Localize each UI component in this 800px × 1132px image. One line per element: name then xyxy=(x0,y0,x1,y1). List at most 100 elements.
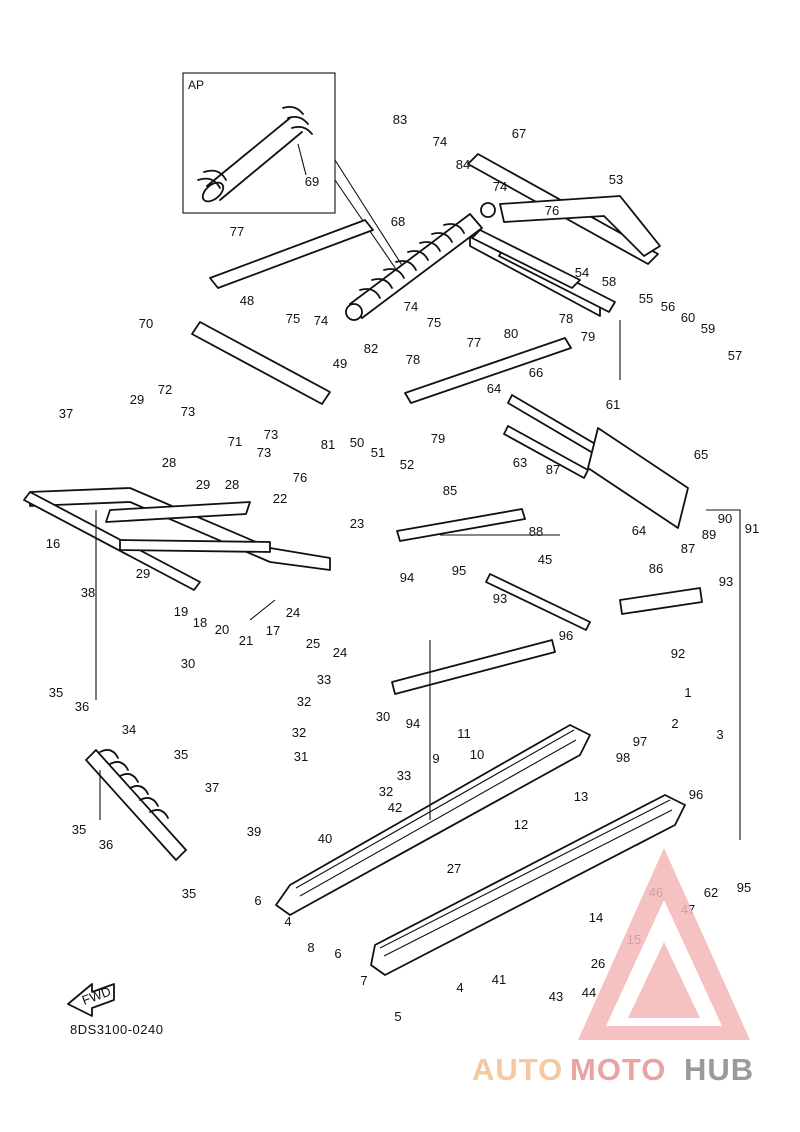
callout-97: 97 xyxy=(633,734,647,749)
callout-79: 79 xyxy=(431,431,445,446)
callout-80: 80 xyxy=(504,326,518,341)
callout-8: 8 xyxy=(307,940,314,955)
callout-79: 79 xyxy=(581,329,595,344)
callout-53: 53 xyxy=(609,172,623,187)
callout-32: 32 xyxy=(297,694,311,709)
callout-78: 78 xyxy=(559,311,573,326)
callout-16: 16 xyxy=(46,536,60,551)
callout-54: 54 xyxy=(575,265,589,280)
callout-44: 44 xyxy=(582,985,596,1000)
callout-87: 87 xyxy=(681,541,695,556)
callout-96: 96 xyxy=(689,787,703,802)
callout-85: 85 xyxy=(443,483,457,498)
callout-24: 24 xyxy=(333,645,347,660)
callout-95: 95 xyxy=(737,880,751,895)
callout-78: 78 xyxy=(406,352,420,367)
callout-22: 22 xyxy=(273,491,287,506)
callout-93: 93 xyxy=(719,574,733,589)
callout-28: 28 xyxy=(162,455,176,470)
callout-90: 90 xyxy=(718,511,732,526)
callout-68: 68 xyxy=(391,214,405,229)
callout-81: 81 xyxy=(321,437,335,452)
callout-75: 75 xyxy=(427,315,441,330)
callout-95: 95 xyxy=(452,563,466,578)
callout-73: 73 xyxy=(257,445,271,460)
callout-39: 39 xyxy=(247,824,261,839)
callout-33: 33 xyxy=(317,672,331,687)
callout-35: 35 xyxy=(72,822,86,837)
callout-36: 36 xyxy=(99,837,113,852)
callout-59: 59 xyxy=(701,321,715,336)
watermark-hub: HUB xyxy=(684,1052,754,1087)
callout-23: 23 xyxy=(350,516,364,531)
callout-34: 34 xyxy=(122,722,136,737)
callout-40: 40 xyxy=(318,831,332,846)
callout-51: 51 xyxy=(371,445,385,460)
callout-88: 88 xyxy=(529,524,543,539)
callout-7: 7 xyxy=(360,973,367,988)
callout-61: 61 xyxy=(606,397,620,412)
callout-94: 94 xyxy=(406,716,420,731)
callout-98: 98 xyxy=(616,750,630,765)
callout-9: 9 xyxy=(432,751,439,766)
callout-29: 29 xyxy=(136,566,150,581)
callout-2: 2 xyxy=(671,716,678,731)
callout-70: 70 xyxy=(139,316,153,331)
rear-arm-assembly xyxy=(467,153,661,317)
callout-74: 74 xyxy=(404,299,418,314)
callout-77: 77 xyxy=(230,224,244,239)
callout-35: 35 xyxy=(182,886,196,901)
callout-66: 66 xyxy=(529,365,543,380)
slide-rails xyxy=(275,724,686,976)
callout-14: 14 xyxy=(589,910,603,925)
callout-86: 86 xyxy=(649,561,663,576)
callout-12: 12 xyxy=(514,817,528,832)
callout-32: 32 xyxy=(292,725,306,740)
callout-45: 45 xyxy=(538,552,552,567)
callout-33: 33 xyxy=(397,768,411,783)
callout-11: 11 xyxy=(457,726,471,741)
callout-55: 55 xyxy=(639,291,653,306)
callout-92: 92 xyxy=(671,646,685,661)
rear-shock-absorber xyxy=(345,202,496,321)
callout-4: 4 xyxy=(456,980,463,995)
callout-83: 83 xyxy=(393,112,407,127)
callout-6: 6 xyxy=(254,893,261,908)
callout-35: 35 xyxy=(174,747,188,762)
callout-73: 73 xyxy=(264,427,278,442)
callout-87: 87 xyxy=(546,462,560,477)
callout-27: 27 xyxy=(447,861,461,876)
callout-96: 96 xyxy=(559,628,573,643)
callout-6: 6 xyxy=(334,946,341,961)
callout-65: 65 xyxy=(694,447,708,462)
callout-3: 3 xyxy=(716,727,723,742)
callout-29: 29 xyxy=(130,392,144,407)
callout-18: 18 xyxy=(193,615,207,630)
callout-29: 29 xyxy=(196,477,210,492)
callout-94: 94 xyxy=(400,570,414,585)
callout-50: 50 xyxy=(350,435,364,450)
callout-1: 1 xyxy=(684,685,691,700)
callout-52: 52 xyxy=(400,457,414,472)
callout-60: 60 xyxy=(681,310,695,325)
reference-code: 8DS3100-0240 xyxy=(70,1022,164,1037)
callout-37: 37 xyxy=(59,406,73,421)
callout-64: 64 xyxy=(632,523,646,538)
callout-56: 56 xyxy=(661,299,675,314)
front-shock-absorber xyxy=(85,749,187,861)
callout-57: 57 xyxy=(728,348,742,363)
callout-43: 43 xyxy=(549,989,563,1004)
callout-49: 49 xyxy=(333,356,347,371)
callout-24: 24 xyxy=(286,605,300,620)
callout-82: 82 xyxy=(364,341,378,356)
links-and-rods xyxy=(191,219,703,695)
callout-76: 76 xyxy=(545,203,559,218)
callout-84: 84 xyxy=(456,157,470,172)
leader-lines xyxy=(95,320,741,840)
callout-38: 38 xyxy=(81,585,95,600)
callout-19: 19 xyxy=(174,604,188,619)
callout-35: 35 xyxy=(49,685,63,700)
callout-67: 67 xyxy=(512,126,526,141)
callout-30: 30 xyxy=(376,709,390,724)
